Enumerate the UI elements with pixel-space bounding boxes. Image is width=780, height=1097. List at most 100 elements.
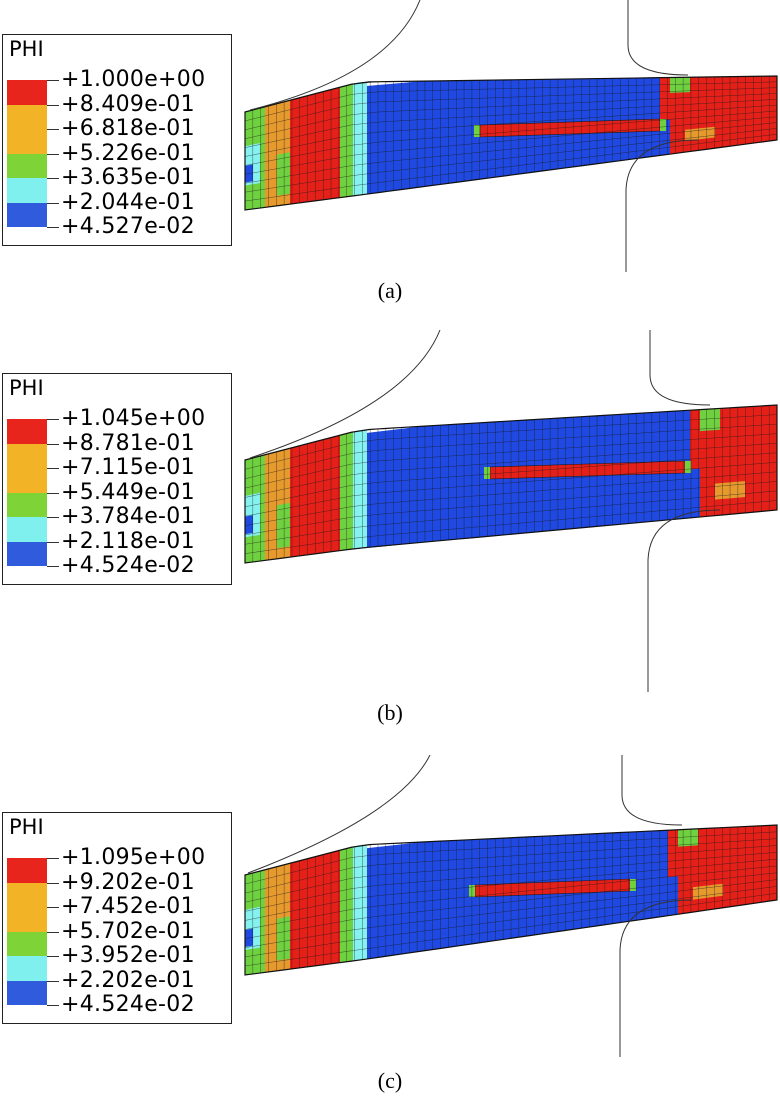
region-cyan-band xyxy=(353,429,367,549)
mesh-line xyxy=(244,865,778,930)
lower-die-outline xyxy=(647,509,721,692)
upper-die-left-outline xyxy=(249,0,421,111)
mesh-line xyxy=(244,122,778,184)
legend-value-label: +3.635e-01 xyxy=(61,165,195,190)
legend-color-swatch xyxy=(7,858,47,883)
mesh-line xyxy=(244,452,778,508)
region-green-patch xyxy=(277,502,290,549)
strip-outline xyxy=(244,404,778,564)
mesh-line xyxy=(244,892,778,967)
region-cyan-band xyxy=(353,844,367,961)
mesh-line xyxy=(244,81,778,122)
upper-die-left-outline xyxy=(249,330,441,459)
legend-value-label: +3.952e-01 xyxy=(61,943,195,968)
legend-color-swatch xyxy=(7,443,47,468)
mesh-line xyxy=(244,481,778,536)
mesh-line xyxy=(244,133,778,202)
legend-color-swatch xyxy=(7,492,47,517)
mesh-line xyxy=(244,116,778,175)
crack-tip-left xyxy=(484,467,490,479)
legend-color-swatch xyxy=(7,931,47,956)
legend-tick xyxy=(47,178,59,179)
mesh-line xyxy=(244,872,778,939)
mesh-line xyxy=(244,93,778,139)
legend-color-swatch xyxy=(7,104,47,129)
region-orange-right xyxy=(685,126,715,141)
legend-color-swatch xyxy=(7,517,47,542)
mesh-line xyxy=(244,442,778,498)
legend-tick xyxy=(47,931,59,933)
region-green-patch xyxy=(277,152,290,196)
mesh-line xyxy=(244,879,778,948)
legend-tick xyxy=(47,907,59,908)
mesh-line xyxy=(244,104,778,157)
legend-tick xyxy=(47,202,59,204)
mesh-line xyxy=(244,500,778,554)
legend-value-label: +9.202e-01 xyxy=(61,869,195,895)
upper-die-right-outline xyxy=(627,0,689,76)
legend-value-label: +6.818e-01 xyxy=(61,116,195,141)
legend-value-label: +2.118e-01 xyxy=(61,528,195,554)
legend-value-label: +2.044e-01 xyxy=(61,189,195,215)
legend-value-label: +7.115e-01 xyxy=(61,455,195,480)
legend-value-label: +4.524e-02 xyxy=(61,553,195,578)
legend-tick xyxy=(47,492,59,494)
region-red-left xyxy=(290,87,340,205)
mesh-line xyxy=(244,433,778,489)
upper-die-right-outline xyxy=(649,330,711,406)
mesh-line xyxy=(244,462,778,517)
legend-c: PHI +1.095e+00+9.202e-01+7.452e-01+5.702… xyxy=(2,812,232,1024)
legend-value-label: +1.045e+00 xyxy=(61,406,206,431)
legend-color-swatch xyxy=(7,541,47,566)
legend-value-label: +3.784e-01 xyxy=(61,504,195,529)
mesh-line xyxy=(244,87,778,131)
region-red-left xyxy=(290,850,340,970)
legend-color-swatch xyxy=(7,153,47,178)
mesh-line xyxy=(244,471,778,526)
mesh-line xyxy=(244,838,778,894)
legend-value-label: +8.781e-01 xyxy=(61,430,195,456)
region-red-right xyxy=(690,405,777,518)
legend-tick xyxy=(47,468,59,469)
mesh-line xyxy=(244,845,778,903)
legend-value-label: +4.527e-02 xyxy=(61,214,195,239)
legend-value-label: +5.702e-01 xyxy=(61,918,195,944)
caption-b: (b) xyxy=(377,700,403,725)
legend-color-swatch xyxy=(7,907,47,932)
panel-c: PHI +1.095e+00+9.202e-01+7.452e-01+5.702… xyxy=(0,755,780,1097)
region-green-right xyxy=(670,77,690,93)
legend-tick xyxy=(47,956,59,957)
legend-color-swatch xyxy=(7,202,47,227)
fe-contour-plot-a xyxy=(244,0,778,272)
legend-tick xyxy=(47,541,59,543)
legend-color-swatch xyxy=(7,980,47,1005)
region-cyan-band xyxy=(353,81,367,196)
legend-value-label: +4.524e-02 xyxy=(61,992,195,1017)
mesh-line xyxy=(244,414,778,470)
mesh-line xyxy=(244,99,778,148)
mesh-line xyxy=(244,110,778,166)
legend-tick xyxy=(47,419,59,420)
region-green-patch xyxy=(277,916,290,961)
legend-tick xyxy=(47,80,59,81)
legend-value-label: +5.449e-01 xyxy=(61,479,195,505)
legend-color-swatch xyxy=(7,419,47,444)
mesh-line xyxy=(244,490,778,545)
legend-tick xyxy=(47,517,59,518)
legend-color-swatch xyxy=(7,178,47,203)
crack-tip-right xyxy=(660,119,666,131)
legend-color-swatch xyxy=(7,80,47,105)
mesh-line xyxy=(244,128,778,193)
legend-tick xyxy=(47,227,59,228)
lower-die-outline xyxy=(625,139,699,272)
legend-value-label: +8.409e-01 xyxy=(61,91,195,117)
legend-color-swatch xyxy=(7,129,47,154)
strip-outline xyxy=(244,824,778,976)
region-green-right xyxy=(700,408,720,432)
caption-c: (c) xyxy=(377,1068,403,1093)
legend-value-label: +7.452e-01 xyxy=(61,894,195,919)
mesh-line xyxy=(244,423,778,479)
legend-title: PHI xyxy=(9,37,44,61)
legend-value-label: +2.202e-01 xyxy=(61,967,195,993)
region-red-left xyxy=(290,435,340,558)
